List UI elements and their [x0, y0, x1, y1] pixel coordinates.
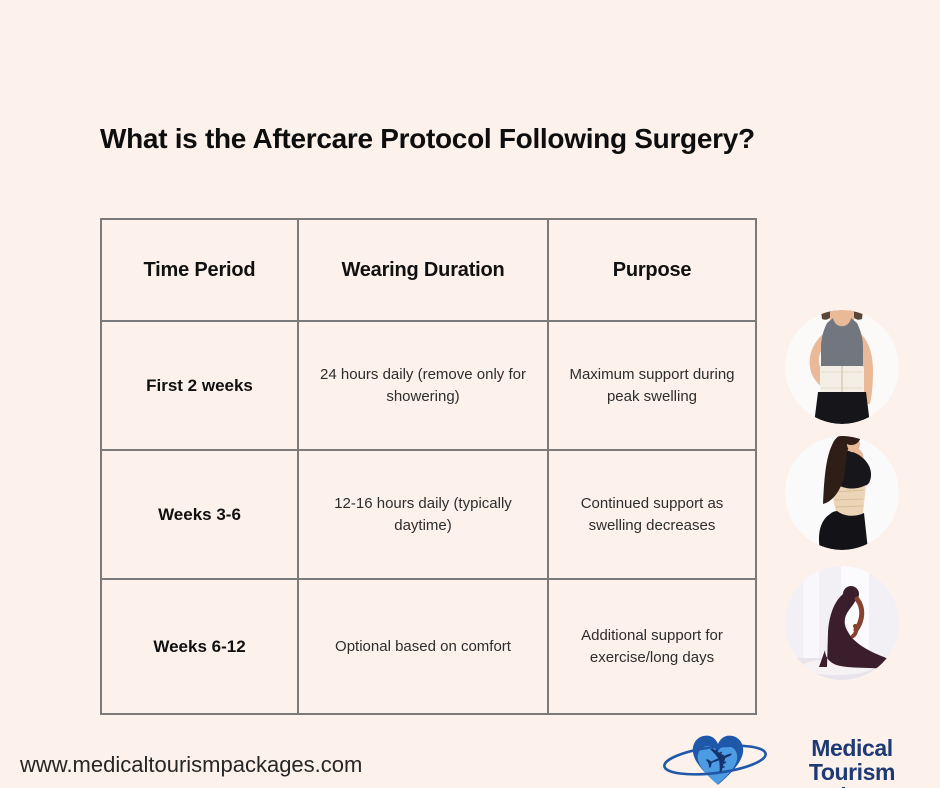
time-period-cell: First 2 weeks	[100, 320, 299, 451]
wearing-duration-cell: Optional based on comfort	[297, 578, 549, 715]
logo-line-2: Packages	[768, 784, 936, 788]
logo-line-1: Medical Tourism	[808, 735, 896, 785]
col-header-time-period: Time Period	[100, 218, 299, 322]
table-header-row: Time Period Wearing Duration Purpose	[100, 218, 757, 322]
logo-wordmark: Medical Tourism Packages	[768, 736, 936, 788]
table-row: First 2 weeks 24 hours daily (remove onl…	[100, 320, 757, 451]
heart-plane-logo-icon: ✈	[663, 735, 767, 785]
waist-trainer-illustration	[785, 436, 899, 550]
website-url[interactable]: www.medicaltourismpackages.com	[20, 752, 363, 777]
purpose-cell: Continued support as swelling decreases	[547, 449, 757, 580]
time-period-cell: Weeks 6-12	[100, 578, 299, 715]
col-header-wearing-duration: Wearing Duration	[297, 218, 549, 322]
col-header-purpose: Purpose	[547, 218, 757, 322]
compression-binder-front-photo	[785, 310, 899, 424]
binder-front-illustration	[785, 310, 899, 424]
yoga-stretch-illustration	[785, 566, 899, 680]
purpose-cell: Maximum support during peak swelling	[547, 320, 757, 451]
table-row: Weeks 6-12 Optional based on comfort Add…	[100, 578, 757, 715]
time-period-cell: Weeks 3-6	[100, 449, 299, 580]
wearing-duration-cell: 24 hours daily (remove only for showerin…	[297, 320, 549, 451]
table-row: Weeks 3-6 12-16 hours daily (typically d…	[100, 449, 757, 580]
brand-logo: ✈ Medical Tourism Packages	[660, 722, 940, 788]
yoga-stretch-photo	[785, 566, 899, 680]
page-title: What is the Aftercare Protocol Following…	[100, 122, 755, 154]
waist-trainer-side-photo	[785, 436, 899, 550]
wearing-duration-cell: 12-16 hours daily (typically daytime)	[297, 449, 549, 580]
purpose-cell: Additional support for exercise/long day…	[547, 578, 757, 715]
aftercare-protocol-table: Time Period Wearing Duration Purpose Fir…	[100, 218, 757, 715]
